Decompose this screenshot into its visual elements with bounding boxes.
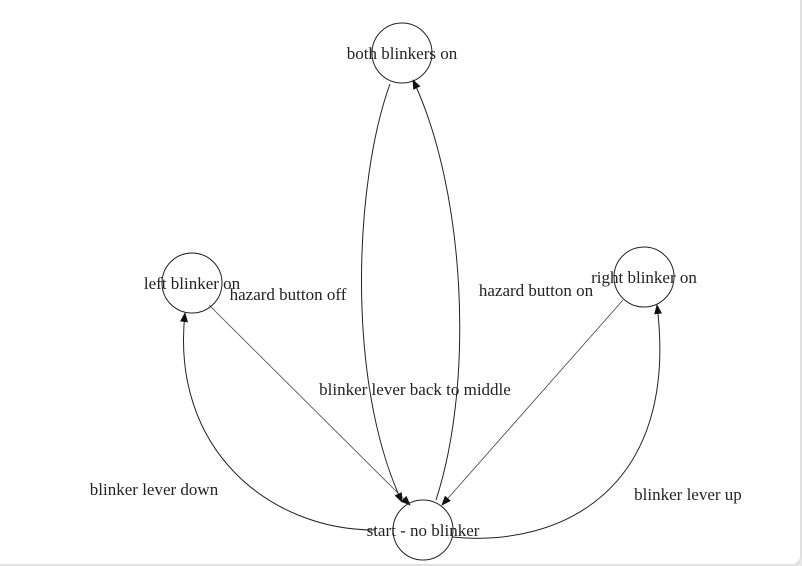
edge-label-hazard-button-off: hazard button off: [230, 285, 347, 304]
node-label-start: start - no blinker: [367, 521, 480, 540]
edge-label-blinker-lever-up: blinker lever up: [634, 485, 742, 504]
node-start-no-blinker: [392, 499, 454, 561]
edge-start-to-right: [451, 304, 663, 539]
edge-start-to-both: [412, 79, 461, 501]
node-right-blinker-on: [613, 246, 675, 308]
edge-start-to-left: [180, 312, 376, 531]
node-label-right: right blinker on: [591, 268, 697, 287]
edge-right-to-start: [441, 299, 624, 506]
node-both-blinkers-on: [371, 22, 433, 84]
edge-label-hazard-button-on: hazard button on: [479, 281, 594, 300]
edge-both-to-start: [361, 83, 403, 503]
edge-left-to-start: [208, 304, 411, 506]
node-label-left: left blinker on: [144, 274, 241, 293]
node-left-blinker-on: [161, 252, 223, 314]
edge-label-blinker-lever-back-to-middle: blinker lever back to middle: [319, 380, 511, 399]
edge-label-blinker-lever-down: blinker lever down: [90, 480, 219, 499]
node-label-both: both blinkers on: [347, 44, 458, 63]
